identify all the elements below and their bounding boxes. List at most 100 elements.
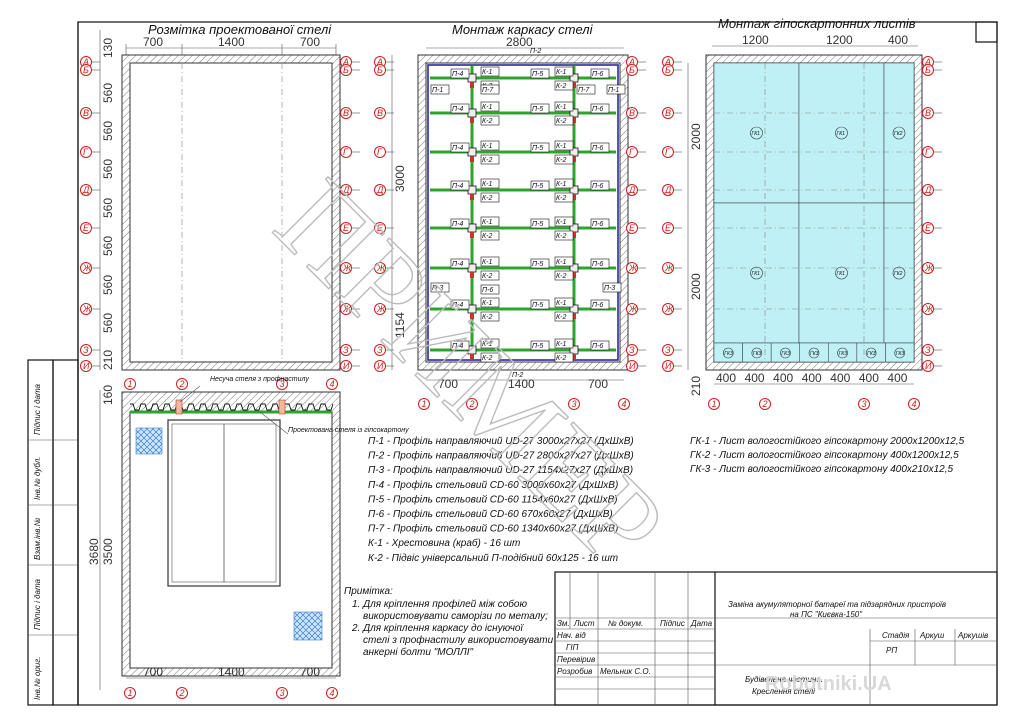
dim-bottom-right: 400 bbox=[887, 371, 907, 385]
gypsum-sheet bbox=[713, 62, 800, 204]
stamp-perevir: Перевірив bbox=[557, 655, 595, 664]
row-axis-circle bbox=[922, 303, 934, 315]
profiled-deck bbox=[130, 403, 334, 411]
frame-label: П-5 bbox=[532, 145, 543, 152]
row-axis-circle bbox=[340, 344, 352, 356]
frame-label-box bbox=[480, 352, 500, 363]
row-axis-label: Ж bbox=[664, 304, 674, 314]
legend-profile-item: П-5 - Профіль стельовий CD-60 1154х60х27… bbox=[368, 493, 618, 505]
row-axis-label: Б bbox=[377, 65, 383, 75]
dim-left-row-9: 210 bbox=[101, 350, 115, 370]
row-axis-circle bbox=[374, 303, 386, 315]
col-axis-circle bbox=[176, 687, 188, 699]
gypsum-tag-label: ГК1 bbox=[837, 131, 846, 137]
row-axis-label: Д bbox=[82, 185, 90, 195]
col-axis-circle bbox=[708, 398, 720, 410]
row-axis-circle bbox=[662, 184, 674, 196]
row-axis-label: Б bbox=[343, 65, 349, 75]
logo-watermark: Robotniki.UA bbox=[765, 673, 892, 695]
frame-label-box bbox=[530, 218, 550, 229]
frame-label: П-6 bbox=[592, 183, 603, 190]
sheet-corner-box bbox=[975, 21, 998, 43]
frame-hanger bbox=[470, 354, 474, 360]
frame-label-box bbox=[554, 230, 574, 241]
row-axis-circle bbox=[80, 303, 92, 315]
dim-bottom-right: 400 bbox=[830, 371, 850, 385]
gypsum-tag bbox=[751, 347, 763, 359]
row-axis-circle bbox=[922, 64, 934, 76]
legend-profiles: П-1 - Профіль направляючий UD-27 3000х27… bbox=[368, 435, 634, 564]
frame-hanger bbox=[470, 272, 474, 278]
legend-profile-item: П-1 - Профіль направляючий UD-27 3000х27… bbox=[368, 435, 634, 447]
row-axis-circle bbox=[626, 344, 638, 356]
frame-label: К-1 bbox=[556, 104, 566, 111]
row-axis-circle bbox=[340, 303, 352, 315]
row-axis-circle bbox=[922, 222, 934, 234]
row-axis-circle bbox=[340, 107, 352, 119]
frame-label: К-2 bbox=[482, 314, 492, 321]
frame-label: К-1 bbox=[482, 104, 492, 111]
frame-label-box bbox=[480, 216, 500, 227]
row-axis-label: Е bbox=[629, 223, 636, 233]
row-axis-label: З bbox=[629, 345, 635, 355]
frame-label: П-4 bbox=[452, 261, 463, 268]
frame-label-box bbox=[554, 311, 574, 322]
col-axis-label: 3 bbox=[280, 688, 285, 698]
row-axis-circle bbox=[922, 107, 934, 119]
col-axis-label: 1 bbox=[422, 399, 427, 409]
frame-label-box bbox=[554, 270, 574, 281]
row-axis-label: В bbox=[925, 108, 931, 118]
frame-label: П-6 bbox=[592, 106, 603, 113]
dim-top-left-3: 700 bbox=[300, 35, 320, 49]
col-axis-circle bbox=[908, 398, 920, 410]
frame-label: П-5 bbox=[532, 183, 543, 190]
row-axis-label: Ж bbox=[664, 263, 674, 273]
frame-label-box bbox=[480, 140, 500, 151]
dim-bottom-mid-3: 700 bbox=[588, 377, 608, 391]
frame-label: К-1 bbox=[482, 341, 492, 348]
frame-label-box bbox=[606, 84, 626, 95]
row-axis-label: Г bbox=[925, 147, 931, 157]
stamp-col-date: Дата bbox=[690, 619, 713, 628]
col-axis-circle bbox=[124, 378, 136, 390]
row-axis-circle bbox=[626, 146, 638, 158]
frame-label-box bbox=[554, 115, 574, 126]
frame-label: П-7 bbox=[578, 87, 590, 94]
col-axis-label: 4 bbox=[330, 688, 335, 698]
frame-label: К-2 bbox=[482, 118, 492, 125]
frame-hanger bbox=[470, 194, 474, 200]
frame-hanger bbox=[470, 313, 474, 319]
row-axis-circle bbox=[374, 107, 386, 119]
title-block: Зм. Лист № докум. Підпис Дата Нач. від Г… bbox=[554, 571, 998, 706]
row-axis-circle bbox=[340, 222, 352, 234]
frame-label-box bbox=[590, 218, 610, 229]
row-axis-circle bbox=[662, 344, 674, 356]
gypsum-tag bbox=[780, 347, 791, 359]
gypsum-tag bbox=[722, 347, 734, 359]
frame-label: П-5 bbox=[532, 261, 543, 268]
frame-label-box bbox=[450, 180, 470, 191]
gypsum-tag-label: ГК1 bbox=[837, 271, 846, 277]
row-axis-label: А bbox=[82, 57, 89, 67]
frame-label-box bbox=[530, 258, 550, 269]
frame-label-box bbox=[554, 256, 574, 267]
frame-label-box bbox=[430, 282, 450, 293]
row-axis-circle bbox=[80, 360, 92, 372]
dim-bottom-left-1: 700 bbox=[143, 665, 163, 679]
frame-hanger bbox=[572, 194, 576, 200]
frame-label-box bbox=[530, 299, 550, 310]
gypsum-tag bbox=[894, 347, 906, 359]
frame-label-box bbox=[554, 338, 574, 349]
frame-label-box bbox=[480, 284, 500, 295]
row-axis-label: Г bbox=[665, 147, 671, 157]
frame-label-box bbox=[590, 68, 610, 79]
frame-label-box bbox=[554, 66, 574, 77]
gypsum-tag bbox=[892, 126, 906, 140]
row-axis-circle bbox=[662, 262, 674, 274]
frame-label: К-2 bbox=[556, 355, 566, 362]
dim-bottom-right: 400 bbox=[773, 371, 793, 385]
